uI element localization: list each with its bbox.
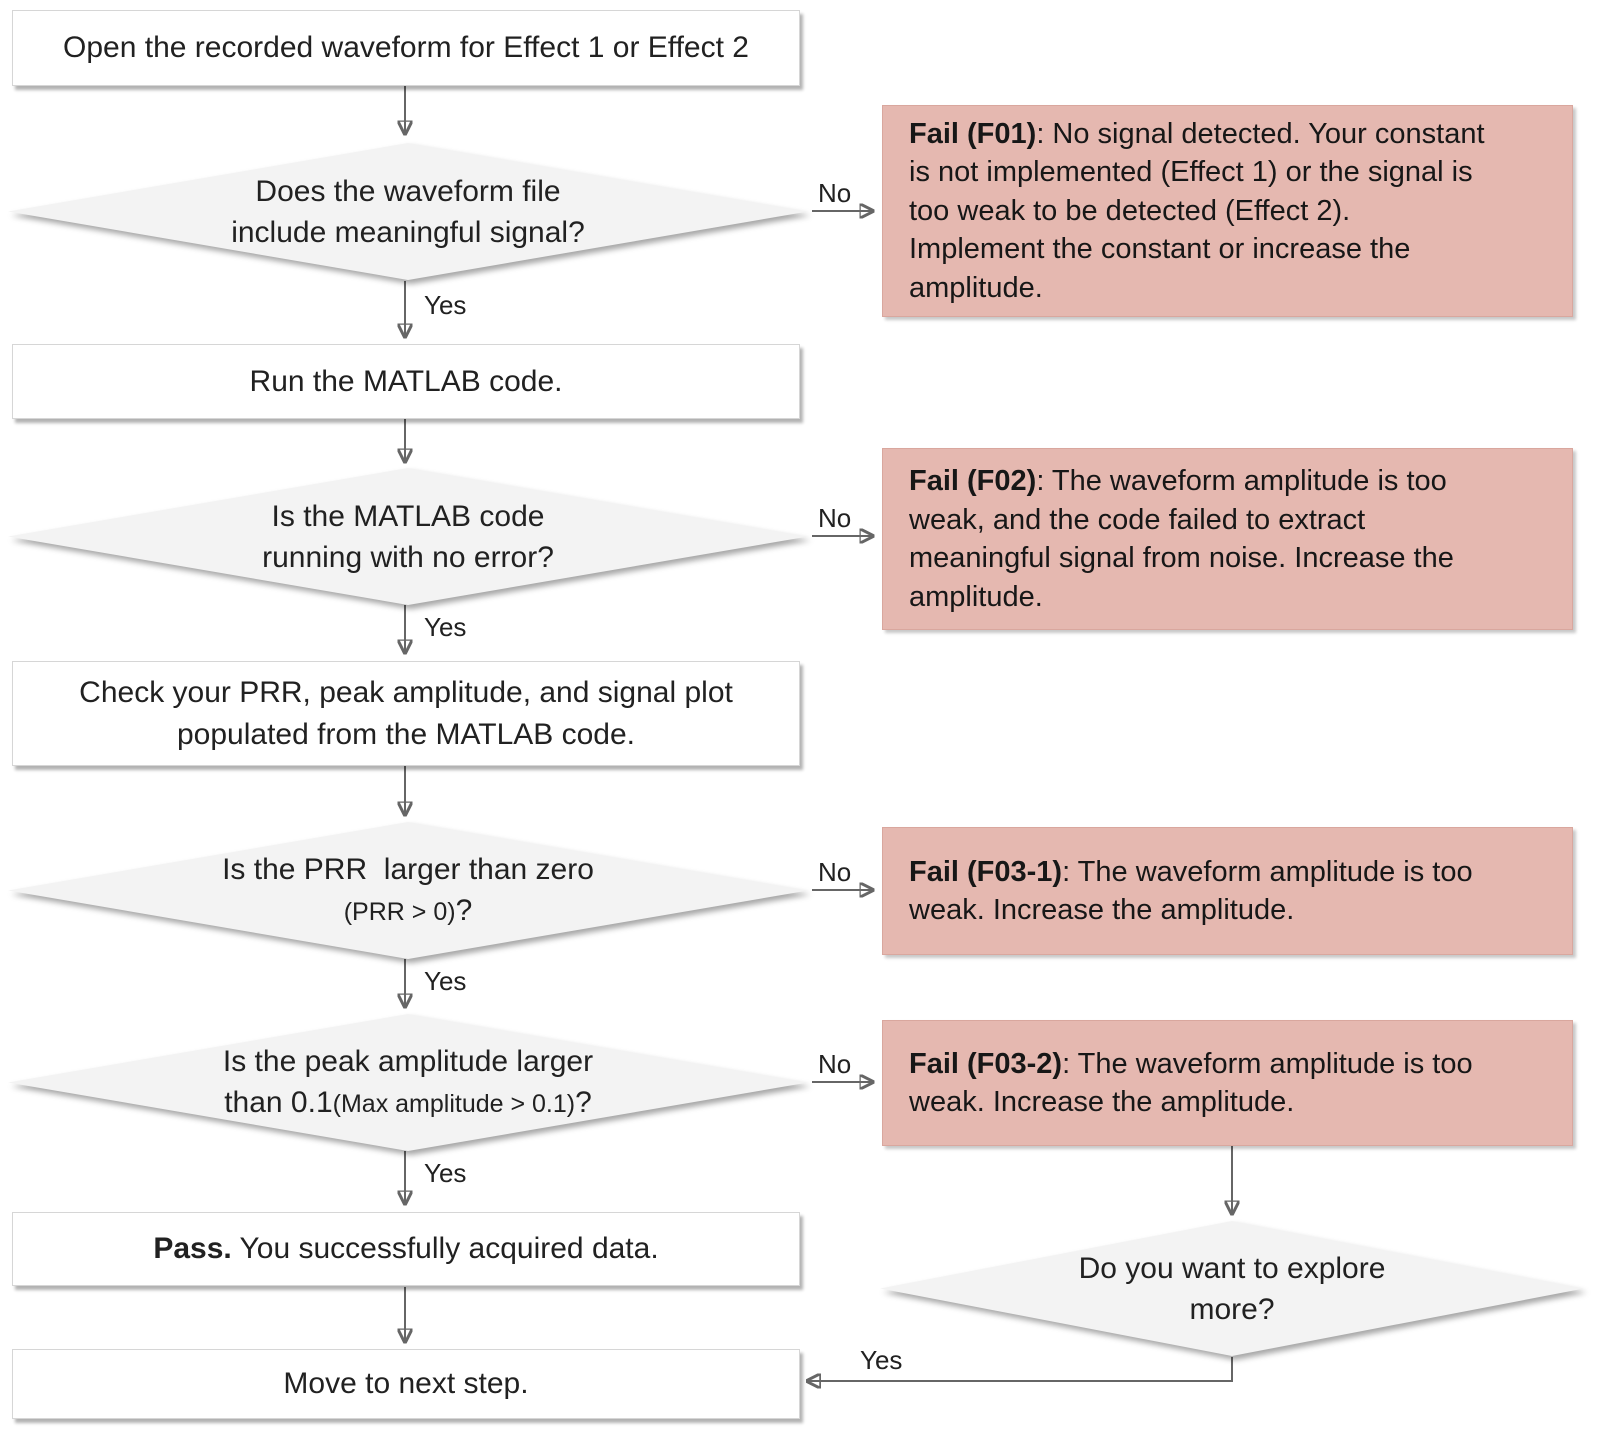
decision-prr-line1: Is the PRR larger than zero bbox=[222, 852, 594, 886]
fail-f03-1-line1: weak. Increase the amplitude. bbox=[909, 894, 1295, 926]
decision-peak-line1: Is the peak amplitude larger bbox=[222, 1044, 594, 1078]
edge-label-yes-d1: Yes bbox=[424, 290, 467, 320]
node-fail-f03-2: Fail (F03-2): The waveform amplitude is … bbox=[882, 1020, 1573, 1146]
edge-label-yes-d2: Yes bbox=[424, 612, 467, 642]
fail-f01-line0: : No signal detected. Your constant bbox=[1036, 117, 1485, 150]
edge-label-yes-d4: Yes bbox=[424, 1158, 467, 1188]
decision-explore-line2: more? bbox=[1189, 1292, 1275, 1326]
node-decision-signal: Does the waveform file include meaningfu… bbox=[8, 143, 808, 280]
node-check-prr-line2: populated from the MATLAB code. bbox=[176, 717, 636, 751]
node-fail-f02: Fail (F02): The waveform amplitude is to… bbox=[882, 448, 1573, 630]
fail-f01-line3: Implement the constant or increase the bbox=[909, 233, 1411, 266]
node-decision-explore: Do you want to explore more? bbox=[880, 1221, 1584, 1356]
node-pass-label: Pass. bbox=[153, 1232, 232, 1265]
fail-f02-line2: meaningful signal from noise. Increase t… bbox=[909, 542, 1454, 574]
node-decision-peak-amplitude: Is the peak amplitude larger than 0.1(Ma… bbox=[8, 1014, 808, 1151]
node-fail-f01: Fail (F01): No signal detected. Your con… bbox=[882, 105, 1573, 317]
fail-f03-2-label: Fail (F03-2) bbox=[909, 1047, 1063, 1080]
decision-signal-line2: include meaningful signal? bbox=[231, 215, 585, 249]
fail-f02-line3: amplitude. bbox=[909, 580, 1043, 613]
decision-peak-condition: (Max amplitude > 0.1) bbox=[332, 1089, 576, 1118]
fail-f02-label: Fail (F02) bbox=[909, 465, 1037, 497]
fail-f01-label: Fail (F01) bbox=[909, 117, 1037, 150]
fail-f01-line4: amplitude. bbox=[909, 271, 1043, 304]
node-pass-text: You successfully acquired data. bbox=[231, 1232, 659, 1265]
decision-no-error-line1: Is the MATLAB code bbox=[271, 499, 545, 533]
node-check-prr-line1: Check your PRR, peak amplitude, and sign… bbox=[79, 675, 733, 709]
node-decision-prr: Is the PRR larger than zero (PRR > 0)? bbox=[8, 822, 808, 959]
decision-peak-question-mark: ? bbox=[575, 1085, 592, 1119]
edge-label-no-d3: No bbox=[818, 857, 852, 887]
edge-label-no-d4: No bbox=[818, 1049, 852, 1079]
fail-f03-1-line0: : The waveform amplitude is too bbox=[1062, 855, 1473, 888]
decision-explore-line1: Do you want to explore bbox=[1078, 1251, 1386, 1285]
node-start: Open the recorded waveform for Effect 1 … bbox=[12, 10, 800, 86]
node-start-text: Open the recorded waveform for Effect 1 … bbox=[63, 31, 749, 64]
node-move-next: Move to next step. bbox=[12, 1349, 800, 1419]
edge-label-no-d2: No bbox=[818, 503, 852, 533]
node-decision-no-error: Is the MATLAB code running with no error… bbox=[8, 468, 808, 605]
node-pass: Pass. You successfully acquired data. bbox=[12, 1212, 800, 1286]
fail-f03-2-line0: : The waveform amplitude is too bbox=[1062, 1047, 1473, 1080]
fail-f03-1-label: Fail (F03-1) bbox=[909, 855, 1063, 888]
node-run-matlab-text: Run the MATLAB code. bbox=[249, 364, 563, 398]
edge-label-yes-d5: Yes bbox=[860, 1345, 903, 1375]
edge-label-yes-d3: Yes bbox=[424, 966, 467, 996]
node-run-matlab: Run the MATLAB code. bbox=[12, 344, 800, 419]
node-fail-f03-1: Fail (F03-1): The waveform amplitude is … bbox=[882, 827, 1573, 955]
fail-f03-2-line1: weak. Increase the amplitude. bbox=[909, 1086, 1295, 1118]
fail-f02-line1: weak, and the code failed to extract bbox=[909, 503, 1366, 536]
node-check-prr: Check your PRR, peak amplitude, and sign… bbox=[12, 661, 800, 766]
edge-label-no-d1: No bbox=[818, 178, 852, 208]
decision-signal-line1: Does the waveform file bbox=[255, 174, 561, 208]
decision-prr-condition: (PRR > 0) bbox=[343, 897, 456, 926]
decision-peak-line2-prefix: than 0.1 bbox=[224, 1085, 333, 1119]
decision-no-error-line2: running with no error? bbox=[262, 540, 554, 574]
fail-f01-line1: is not implemented (Effect 1) or the sig… bbox=[909, 156, 1473, 189]
node-move-next-text: Move to next step. bbox=[283, 1367, 529, 1400]
fail-f01-line2: too weak to be detected (Effect 2). bbox=[909, 194, 1351, 227]
fail-f02-line0: : The waveform amplitude is too bbox=[1036, 465, 1447, 497]
decision-prr-question-mark: ? bbox=[455, 893, 473, 927]
